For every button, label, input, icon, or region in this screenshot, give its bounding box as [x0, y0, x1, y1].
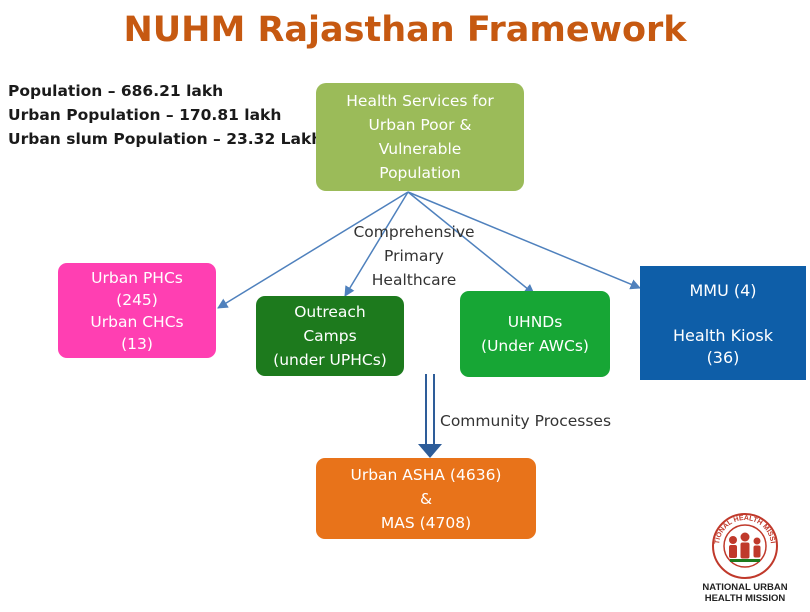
urban-asha-box: Urban ASHA (4636) & MAS (4708) [316, 458, 536, 539]
nuhm-logo: NATIONAL HEALTH MISSION NATIONAL URBAN H… [686, 512, 804, 608]
mmu-box: MMU (4) [640, 266, 806, 314]
health-services-box: Health Services for Urban Poor & Vulnera… [316, 83, 524, 191]
connector-to-mmu [407, 191, 641, 290]
urban-phcs-box: Urban PHCs (245) Urban CHCs (13) [58, 263, 216, 358]
urban-population-stat: Urban Population – 170.81 lakh [8, 106, 282, 124]
logo-text: NATIONAL URBAN HEALTH MISSION [686, 582, 804, 604]
community-processes-label: Community Processes [440, 412, 612, 430]
logo-line-national-urban: NATIONAL URBAN [702, 582, 788, 593]
health-kiosk-label: Health Kiosk (36) [673, 326, 773, 367]
page-title: NUHM Rajasthan Framework [123, 10, 687, 50]
health-services-label: Health Services for Urban Poor & Vulnera… [346, 92, 494, 182]
connector-to-phc [217, 191, 409, 309]
uhnds-box: UHNDs (Under AWCs) [460, 291, 610, 377]
comprehensive-primary-healthcare-label: Comprehensive Primary Healthcare [353, 223, 475, 289]
mmu-label: MMU (4) [689, 280, 757, 300]
outreach-camps-label: Outreach Camps (under UPHCs) [273, 303, 387, 369]
connector-to-outreach [344, 191, 409, 297]
population-stats: Population – 686.21 lakh Urban Populatio… [8, 79, 322, 151]
uhnds-label: UHNDs (Under AWCs) [481, 313, 589, 355]
urban-slum-population-stat: Urban slum Population – 23.32 Lakh [8, 130, 323, 148]
health-kiosk-box: Health Kiosk (36) [640, 314, 806, 380]
population-stat: Population – 686.21 lakh [8, 82, 224, 100]
urban-phcs-label: Urban PHCs (245) Urban CHCs (13) [90, 268, 184, 353]
outreach-camps-box: Outreach Camps (under UPHCs) [256, 296, 404, 376]
logo-line-health-mission: HEALTH MISSION [704, 593, 786, 604]
connector-to-uhnd [407, 191, 535, 295]
urban-asha-label: Urban ASHA (4636) & MAS (4708) [350, 465, 502, 532]
nhm-emblem-icon: NATIONAL HEALTH MISSION [708, 512, 778, 579]
community-arrow-head [418, 444, 442, 458]
